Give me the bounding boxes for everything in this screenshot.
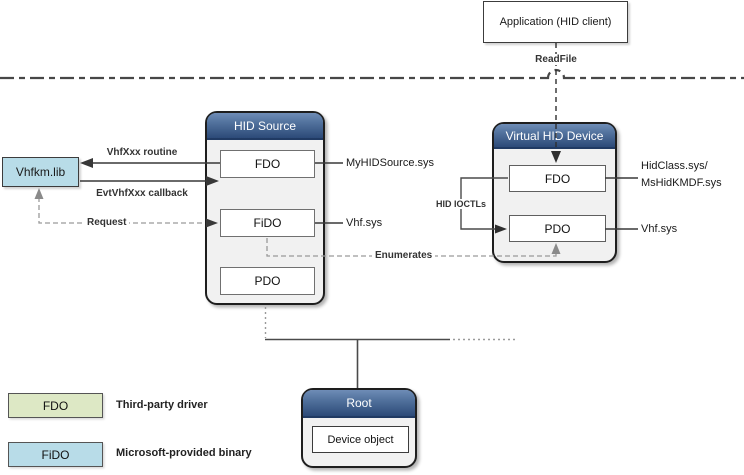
hidclass-label-line2: MsHidKMDF.sys [641,177,722,189]
legend-fdo-description: Third-party driver [116,399,208,411]
request-up-arrowhead [34,188,44,199]
application-label: Application (HID client) [499,16,612,28]
evtvhfxxx-callback-label: EvtVhfXxx callback [96,188,188,199]
legend-fdo-swatch: FDO [8,393,103,418]
legend-fido-description: Microsoft-provided binary [116,447,252,459]
hid-source-title: HID Source [233,118,297,133]
root-title: Root [346,396,372,410]
device-object-label: Device object [327,433,394,446]
device-object-box: Device object [312,426,409,453]
hidclass-label-line1: HidClass.sys/ [641,160,708,172]
vhf-source-label: Vhf.sys [346,217,383,229]
legend-fido-swatch: FiDO [8,442,103,467]
virtual-fdo-label: FDO [544,171,571,186]
vhfxxx-routine-label: VhfXxx routine [106,147,178,158]
application-box: Application (HID client) [483,1,628,43]
legend-fdo-label: FDO [42,398,69,413]
vhfxxx-routine-arrowhead [80,158,93,168]
root-header: Root [303,390,415,418]
hid-source-fdo-label: FDO [254,157,281,171]
hid-source-container: HID Source FDO FiDO PDO [205,111,325,305]
myhidsource-label: MyHIDSource.sys [346,157,435,169]
hid-source-pdo-box: PDO [220,267,315,295]
hid-source-pdo-label: PDO [254,274,281,288]
vhfkm-lib-box: Vhfkm.lib [2,157,79,187]
hid-ioctls-label: HID IOCTLs [433,199,490,209]
user-kernel-boundary-line [0,68,744,80]
enumerates-label: Enumerates [372,250,436,261]
virtual-pdo-box: PDO [509,215,606,242]
virtual-hid-device-title: Virtual HID Device [505,128,604,143]
virtual-hid-device-container: Virtual HID Device FDO PDO [492,122,617,263]
virtual-hid-device-header: Virtual HID Device [494,124,615,149]
request-label: Request [84,217,130,228]
virtual-fdo-box: FDO [509,165,606,192]
readfile-label: ReadFile [530,54,582,65]
hid-source-fido-box: FiDO [220,209,315,237]
legend-fido-label: FiDO [41,447,70,462]
root-container: Root Device object [301,388,417,468]
hid-source-fdo-box: FDO [220,150,315,178]
vhf-virtual-label: Vhf.sys [641,223,678,235]
hid-source-fido-label: FiDO [253,216,282,230]
hid-source-header: HID Source [207,113,323,140]
vhfkm-lib-label: Vhfkm.lib [15,165,66,179]
virtual-pdo-label: PDO [544,221,571,236]
